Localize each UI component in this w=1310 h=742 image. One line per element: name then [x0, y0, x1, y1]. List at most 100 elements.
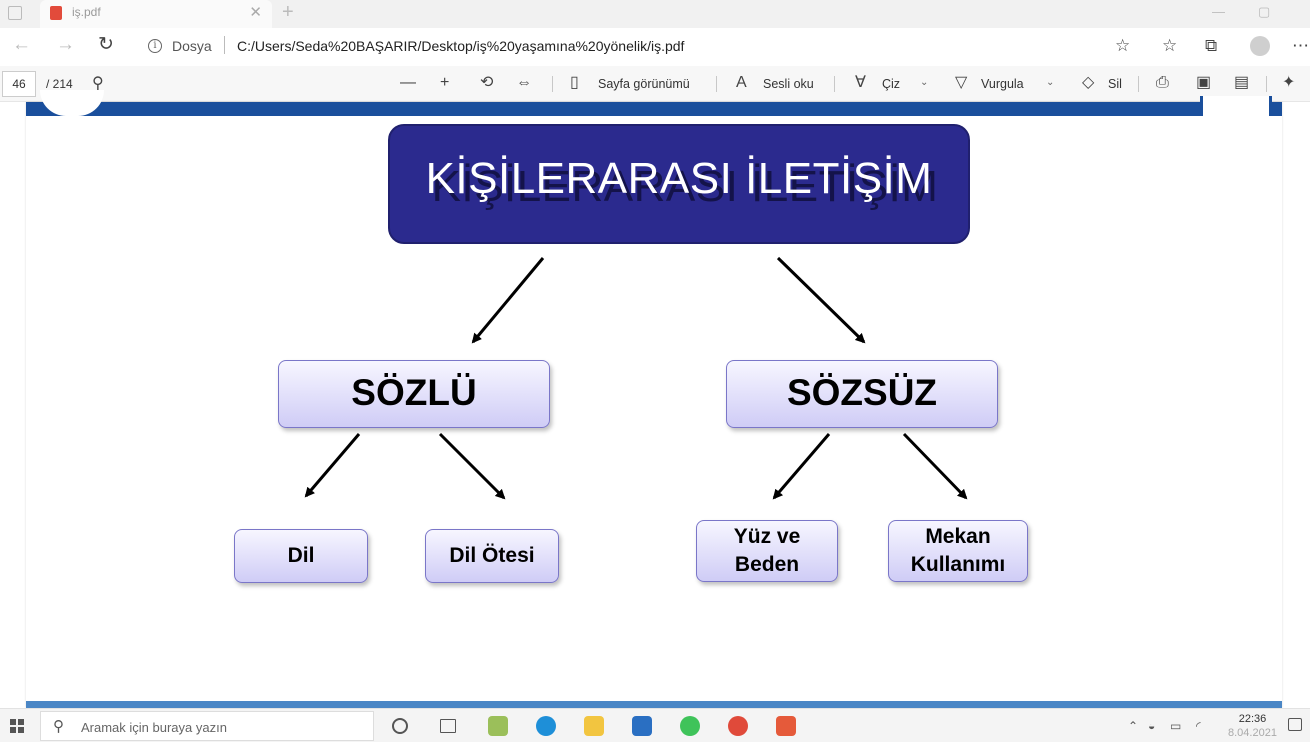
node-sozsuz: SÖZSÜZ: [726, 360, 998, 428]
close-icon[interactable]: ✕: [249, 4, 262, 21]
node-dil-otesi: Dil Ötesi: [425, 529, 559, 583]
pdf-document-area[interactable]: KİŞİLERARASI İLETİŞİM KİŞİLERARASI İLETİ…: [0, 90, 1310, 708]
edge-app-icon[interactable]: [536, 716, 556, 736]
fit-page-icon[interactable]: ⇔: [516, 74, 532, 91]
chrome-app-icon[interactable]: [728, 716, 748, 736]
address-bar: ← → ↻ i Dosya C:/Users/Seda%20BAŞARIR/De…: [0, 28, 1310, 64]
arrow-sozlu-to-dil-otesi: [438, 432, 506, 500]
forward-button[interactable]: →: [56, 34, 75, 55]
page-footer-band: [26, 701, 1282, 708]
taskbar-clock[interactable]: 22:36 8.04.2021: [1228, 712, 1277, 740]
toolbar-divider: [716, 76, 717, 92]
toolbar-divider: [834, 76, 835, 92]
back-button[interactable]: ←: [12, 34, 31, 55]
url-scheme-label: Dosya: [172, 38, 212, 54]
node-sozlu: SÖZLÜ: [278, 360, 550, 428]
powerpoint-app-icon[interactable]: [776, 716, 796, 736]
erase-button[interactable]: Sil: [1108, 77, 1122, 91]
page-number-input[interactable]: 46: [2, 71, 36, 97]
diagram-arrows: [304, 256, 968, 500]
wifi-icon[interactable]: ◜: [1196, 719, 1201, 733]
info-icon[interactable]: i: [148, 39, 162, 53]
diagram-title: KİŞİLERARASI İLETİŞİM: [425, 154, 933, 203]
arrow-title-to-sozsuz: [776, 256, 866, 344]
start-icon[interactable]: [10, 719, 24, 733]
search-icon[interactable]: ⚲: [92, 75, 104, 92]
highlight-button[interactable]: Vurgula: [981, 77, 1024, 91]
notification-icon[interactable]: [1288, 718, 1302, 731]
favorites-icon[interactable]: ☆: [1162, 36, 1178, 55]
pin-icon[interactable]: ✦: [1282, 74, 1296, 91]
save-as-icon[interactable]: ▤: [1234, 74, 1250, 91]
draw-icon[interactable]: ∀: [855, 74, 866, 91]
toolbar-divider: [1266, 76, 1267, 92]
cortana-icon[interactable]: [392, 718, 408, 734]
paint-app-icon[interactable]: [488, 716, 508, 736]
arrow-title-to-sozlu: [471, 257, 545, 344]
tab-title: iş.pdf: [72, 5, 101, 19]
node-dil-label: Dil: [287, 544, 315, 567]
logo-right: [1200, 96, 1272, 116]
save-icon[interactable]: ▣: [1196, 74, 1212, 91]
battery-icon[interactable]: ▭: [1170, 719, 1182, 733]
pdf-file-icon: [50, 6, 62, 20]
new-tab-button[interactable]: +: [282, 1, 294, 23]
whatsapp-app-icon[interactable]: [680, 716, 700, 736]
node-mekan-line2: Kullanımı: [910, 553, 1006, 576]
url-text[interactable]: C:/Users/Seda%20BAŞARIR/Desktop/iş%20yaş…: [237, 38, 685, 54]
search-icon: ⚲: [53, 718, 64, 735]
task-view-icon[interactable]: [440, 719, 456, 733]
node-dil: Dil: [234, 529, 368, 583]
mail-app-icon[interactable]: [632, 716, 652, 736]
read-mode-icon[interactable]: ☆: [1115, 36, 1131, 55]
minimize-icon[interactable]: —: [1212, 4, 1225, 19]
arrow-sozsuz-to-mekan: [902, 432, 968, 500]
page-view-icon[interactable]: ▯: [570, 74, 579, 91]
highlight-icon[interactable]: ▽: [955, 74, 968, 91]
node-yuz-beden-line1: Yüz ve: [733, 525, 801, 548]
chevron-up-icon[interactable]: ⌃: [1128, 719, 1139, 733]
tab-active[interactable]: iş.pdf ✕: [40, 0, 272, 28]
node-mekan-line1: Mekan: [925, 525, 991, 548]
erase-icon[interactable]: ◇: [1082, 74, 1095, 91]
node-dil-otesi-label: Dil Ötesi: [449, 544, 535, 567]
taskbar-search-input[interactable]: ⚲ Aramak için buraya yazın: [40, 711, 374, 741]
collections-icon[interactable]: ⧉: [1205, 36, 1218, 55]
chevron-down-icon[interactable]: ⌄: [1046, 77, 1055, 88]
window-menu-icon[interactable]: [8, 6, 22, 20]
taskbar: ⚲ Aramak için buraya yazın ⌃ ◒ ▭ ◜ 22:36…: [0, 708, 1310, 742]
page-total: / 214: [46, 77, 73, 91]
draw-button[interactable]: Çiz: [882, 77, 901, 91]
url-field[interactable]: i Dosya C:/Users/Seda%20BAŞARIR/Desktop/…: [140, 32, 1110, 60]
profile-avatar[interactable]: [1250, 36, 1270, 56]
read-aloud-button[interactable]: Sesli oku: [763, 77, 814, 91]
more-options-icon[interactable]: ⋯: [1292, 36, 1309, 55]
page-header-band: [26, 90, 1282, 116]
clock-time: 22:36: [1238, 713, 1267, 725]
node-mekan-kullanimi: Mekan Kullanımı: [888, 520, 1028, 582]
refresh-button[interactable]: ↻: [98, 34, 114, 55]
rotate-icon[interactable]: ⟲: [480, 74, 494, 91]
zoom-in-icon[interactable]: +: [440, 74, 450, 91]
file-explorer-icon[interactable]: [584, 716, 604, 736]
pdf-toolbar: 46 / 214 ⚲ — + ⟲ ⇔ ▯ Sayfa görünümü A Se…: [0, 66, 1310, 102]
arrow-sozlu-to-dil: [304, 433, 361, 498]
node-yuz-beden: Yüz ve Beden: [696, 520, 838, 582]
toolbar-divider: [552, 76, 553, 92]
maximize-icon[interactable]: ▢: [1258, 4, 1271, 19]
print-icon[interactable]: ⎙: [1156, 74, 1169, 91]
page-view-button[interactable]: Sayfa görünümü: [598, 77, 690, 91]
chevron-down-icon[interactable]: ⌄: [920, 77, 929, 88]
node-yuz-beden-line2: Beden: [734, 553, 800, 576]
diagram-title-shadow: KİŞİLERARASI İLETİŞİM: [431, 162, 939, 211]
network-icon[interactable]: ◒: [1148, 719, 1156, 733]
read-aloud-icon[interactable]: A: [736, 74, 747, 91]
arrow-sozsuz-to-yuz: [772, 433, 831, 500]
diagram-title-box: KİŞİLERARASI İLETİŞİM KİŞİLERARASI İLETİ…: [388, 124, 970, 244]
zoom-out-icon[interactable]: —: [400, 74, 416, 91]
toolbar-divider: [1138, 76, 1139, 92]
url-divider: [224, 36, 225, 54]
clock-date: 8.04.2021: [1228, 727, 1277, 739]
pdf-page: KİŞİLERARASI İLETİŞİM KİŞİLERARASI İLETİ…: [26, 90, 1282, 708]
tab-strip: iş.pdf ✕ + — ▢: [0, 0, 1310, 28]
